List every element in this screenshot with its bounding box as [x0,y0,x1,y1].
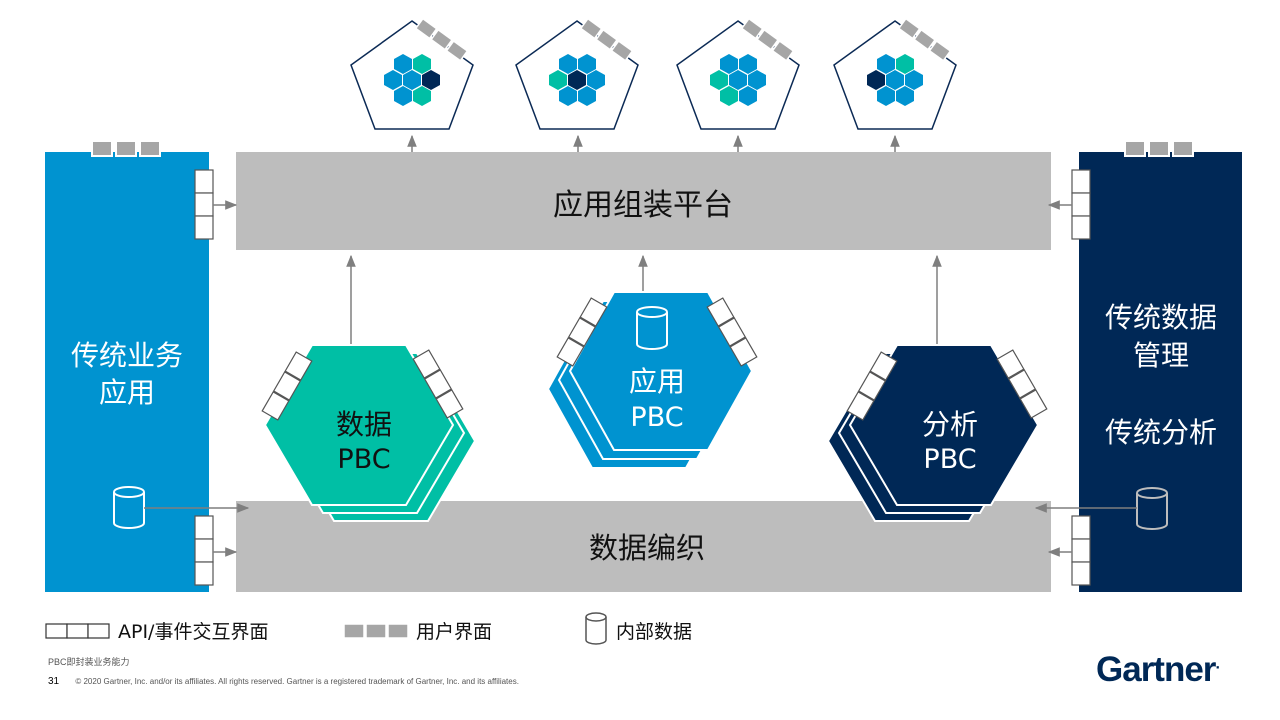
legacy-business-label-line1: 传统业务 [71,339,183,372]
data-pbc-label-line2: PBC [337,444,390,475]
api-bar-icon [1071,169,1091,240]
gartner-logo: Gartner. [1096,650,1220,690]
analytics-pbc: 分析 PBC [826,344,1048,522]
logo-text: Gartner [1096,650,1216,689]
composed-app-3 [676,17,800,130]
platform-to-apps-arrows [407,134,900,152]
legacy-business-label-line2: 应用 [99,376,155,409]
api-bar-icon [194,515,214,586]
fabric-label: 数据编织 [589,531,705,565]
legend-api-icon [45,623,110,639]
legend-api-label: API/事件交互界面 [118,621,268,643]
legacy-business-app [45,152,209,592]
api-bar-icon [706,297,758,367]
api-bar-icon [1071,515,1091,586]
ui-bar-icon [897,17,952,62]
page-number: 31 [48,676,60,687]
footer-subtitle: PBC即封装业务能力 [48,657,130,667]
ui-bar-icon [740,17,795,62]
database-icon [1136,487,1168,530]
legend-database-icon [585,612,607,645]
api-bar-icon [194,169,214,240]
hex-cluster-icon [710,54,766,106]
database-icon [636,306,668,350]
analytics-pbc-label-line1: 分析 [922,408,978,441]
app-pbc-label-line1: 应用 [629,365,685,398]
ui-bar-icon [579,17,634,62]
data-pbc-label-line1: 数据 [336,408,392,441]
legend-ui-label: 用户界面 [416,621,492,643]
composed-app-2 [515,17,639,130]
copyright: © 2020 Gartner, Inc. and/or its affiliat… [75,677,519,686]
legend-data-label: 内部数据 [616,621,692,643]
side-arrows [144,200,1137,557]
legacy-analytics-label: 传统分析 [1105,416,1217,449]
app-composition-platform [236,152,1051,250]
hex-cluster-icon [384,54,440,106]
logo-mark: . [1215,655,1220,673]
ui-bar-icon [414,17,469,62]
app-pbc: 应用 PBC [546,291,758,469]
composed-app-4 [833,17,957,130]
app-pbc-label-line2: PBC [630,402,683,433]
legacy-data-management [1079,152,1242,592]
legacy-data-label-line1: 传统数据 [1105,301,1217,334]
data-pbc: 数据 PBC [261,344,477,522]
analytics-pbc-label-line2: PBC [923,444,976,475]
platform-label: 应用组装平台 [553,188,733,223]
ui-bar-icon [91,140,161,157]
hex-cluster-icon [867,54,923,106]
database-icon [113,486,145,529]
api-bar-icon [261,351,313,421]
pbc-to-platform-arrows [346,254,942,345]
api-bar-icon [996,349,1048,419]
legacy-data-label-line2: 管理 [1133,339,1189,372]
api-bar-icon [556,297,608,367]
hex-cluster-icon [549,54,605,106]
api-bar-icon [846,351,898,421]
api-bar-icon [412,349,464,419]
footer-line: 31 © 2020 Gartner, Inc. and/or its affil… [48,676,519,687]
composed-app-1 [350,17,474,130]
legend-ui-icon [343,623,409,639]
ui-bar-icon [1124,140,1194,157]
legend: API/事件交互界面 用户界面 内部数据 [45,612,692,645]
